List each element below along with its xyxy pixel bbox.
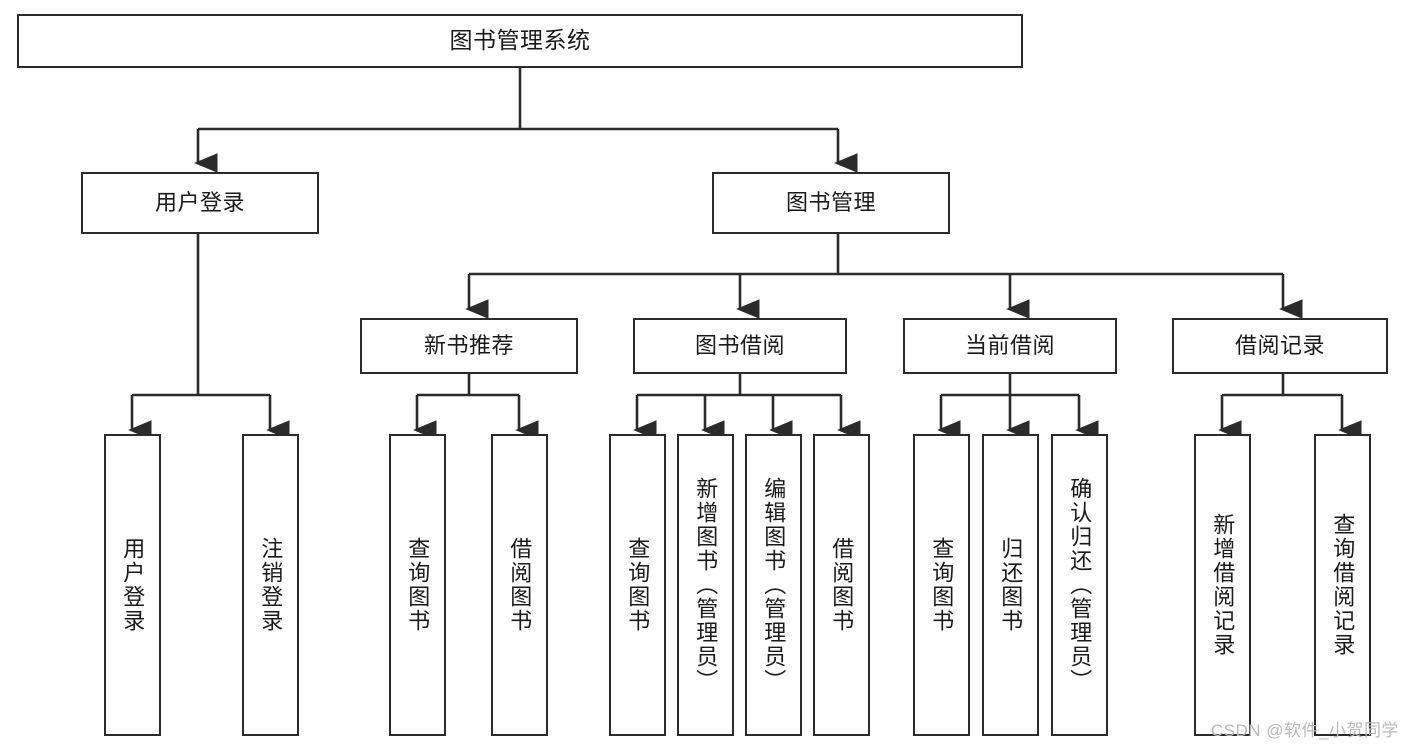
leaf-edit-book-admin[interactable]: 编辑图书（管理员） (745, 434, 802, 736)
node-book-borrow-label: 图书借阅 (694, 332, 785, 358)
node-borrow-record[interactable]: 借阅记录 (1172, 318, 1388, 374)
leaf-query-book-borrow-label: 查询图书 (625, 537, 651, 633)
leaf-query-book-current-label: 查询图书 (929, 537, 955, 633)
leaf-add-book-admin-label: 新增图书（管理员） (693, 477, 719, 693)
node-new-book-recommend-label: 新书推荐 (423, 332, 514, 358)
leaf-user-login[interactable]: 用户登录 (104, 434, 161, 736)
leaf-query-book-current[interactable]: 查询图书 (913, 434, 970, 736)
node-borrow-record-label: 借阅记录 (1234, 332, 1325, 358)
node-user-login[interactable]: 用户登录 (81, 172, 319, 234)
leaf-confirm-return-admin[interactable]: 确认归还（管理员） (1051, 434, 1108, 736)
leaf-query-book-recommend[interactable]: 查询图书 (389, 434, 446, 736)
leaf-logout-label: 注销登录 (258, 537, 284, 633)
node-new-book-recommend[interactable]: 新书推荐 (360, 318, 578, 374)
node-book-management[interactable]: 图书管理 (712, 172, 950, 234)
leaf-borrow-book[interactable]: 借阅图书 (813, 434, 870, 736)
leaf-borrow-book-recommend-label: 借阅图书 (507, 537, 533, 633)
node-current-borrow[interactable]: 当前借阅 (903, 318, 1117, 374)
node-root-label: 图书管理系统 (449, 27, 591, 54)
leaf-user-login-label: 用户登录 (120, 537, 146, 633)
leaf-query-borrow-record-label: 查询借阅记录 (1330, 513, 1356, 657)
node-book-management-label: 图书管理 (785, 189, 876, 215)
leaf-return-book[interactable]: 归还图书 (982, 434, 1039, 736)
node-user-login-label: 用户登录 (154, 189, 245, 215)
node-current-borrow-label: 当前借阅 (964, 332, 1055, 358)
leaf-add-book-admin[interactable]: 新增图书（管理员） (677, 434, 734, 736)
leaf-edit-book-admin-label: 编辑图书（管理员） (761, 477, 787, 693)
leaf-query-book-recommend-label: 查询图书 (405, 537, 431, 633)
leaf-borrow-book-recommend[interactable]: 借阅图书 (491, 434, 548, 736)
leaf-add-borrow-record[interactable]: 新增借阅记录 (1194, 434, 1251, 736)
node-book-borrow[interactable]: 图书借阅 (633, 318, 847, 374)
leaf-borrow-book-label: 借阅图书 (829, 537, 855, 633)
leaf-return-book-label: 归还图书 (998, 537, 1024, 633)
leaf-query-book-borrow[interactable]: 查询图书 (609, 434, 666, 736)
leaf-confirm-return-admin-label: 确认归还（管理员） (1067, 477, 1093, 693)
leaf-query-borrow-record[interactable]: 查询借阅记录 (1314, 434, 1371, 736)
node-root[interactable]: 图书管理系统 (17, 14, 1023, 68)
leaf-logout[interactable]: 注销登录 (242, 434, 299, 736)
leaf-add-borrow-record-label: 新增借阅记录 (1210, 513, 1236, 657)
